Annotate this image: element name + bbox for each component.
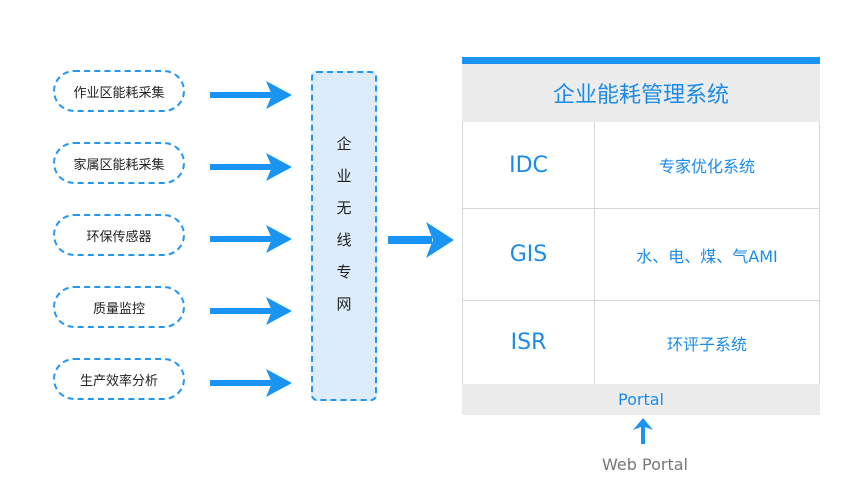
- network-char: 无: [336, 199, 352, 217]
- arrow-right-icon: [388, 222, 454, 258]
- source-env-sensor: 环保传感器: [53, 214, 185, 256]
- network-char: 企: [336, 135, 352, 153]
- row-divider: [463, 300, 819, 301]
- web-portal-label: Web Portal: [602, 455, 688, 474]
- arrow-right-icon: [210, 153, 292, 181]
- module-code: ISR: [463, 301, 595, 384]
- source-quality-monitor: 质量监控: [53, 286, 185, 328]
- module-name: 环评子系统: [666, 334, 747, 354]
- source-label: 家属区能耗采集: [73, 157, 165, 173]
- wireless-network-box: 企 业 无 线 专 网: [311, 71, 377, 401]
- arrow-right-icon: [210, 369, 292, 397]
- arrow-right-icon: [210, 297, 292, 325]
- source-efficiency-analysis: 生产效率分析: [53, 358, 185, 400]
- network-char: 线: [336, 231, 352, 249]
- network-char: 业: [336, 167, 352, 185]
- arrow-right-icon: [210, 81, 292, 109]
- network-char: 网: [336, 295, 352, 313]
- module-name: 水、电、煤、气AMI: [636, 246, 778, 266]
- arrow-right-icon: [210, 225, 292, 253]
- system-title: 企业能耗管理系统: [462, 64, 820, 122]
- portal-bar: Portal: [462, 384, 820, 415]
- source-label: 生产效率分析: [79, 373, 158, 389]
- source-work-area-energy: 作业区能耗采集: [53, 70, 185, 112]
- source-label: 作业区能耗采集: [73, 85, 165, 101]
- system-module-grid: IDC 专家优化系统 GIS 水、电、煤、气AMI ISR 环评子系统: [462, 122, 820, 385]
- source-label: 质量监控: [92, 301, 145, 317]
- arrow-up-icon: [633, 418, 653, 444]
- source-label: 环保传感器: [86, 229, 152, 245]
- module-code: GIS: [463, 209, 595, 300]
- system-top-bar: [462, 57, 820, 64]
- source-residential-energy: 家属区能耗采集: [53, 142, 185, 184]
- row-divider: [463, 208, 819, 209]
- module-code: IDC: [463, 122, 595, 208]
- energy-management-system: 企业能耗管理系统 IDC 专家优化系统 GIS 水、电、煤、气AMI ISR 环…: [462, 57, 820, 415]
- module-name: 专家优化系统: [658, 157, 755, 176]
- network-char: 专: [336, 263, 352, 281]
